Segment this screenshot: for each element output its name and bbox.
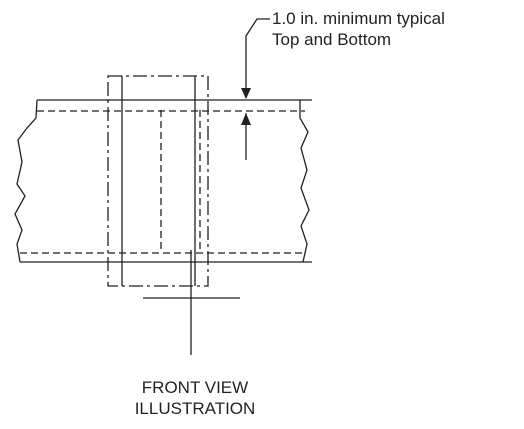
left-break-line — [14, 99, 38, 263]
callout-line-1: 1.0 in. minimum typical — [272, 9, 445, 28]
caption-line-2: ILLUSTRATION — [134, 399, 256, 418]
up-arrowhead — [241, 113, 251, 125]
diagram-caption: FRONT VIEW ILLUSTRATION — [120, 377, 270, 419]
callout-line-2: Top and Bottom — [272, 30, 392, 49]
caption-line-1: FRONT VIEW — [141, 378, 249, 397]
down-arrowhead — [241, 88, 251, 99]
outer-dashdot-rectangle — [107, 75, 209, 287]
callout-leader-line — [245, 18, 270, 98]
dimension-callout-label: 1.0 in. minimum typical Top and Bottom — [272, 8, 445, 50]
right-break-line — [299, 100, 310, 263]
